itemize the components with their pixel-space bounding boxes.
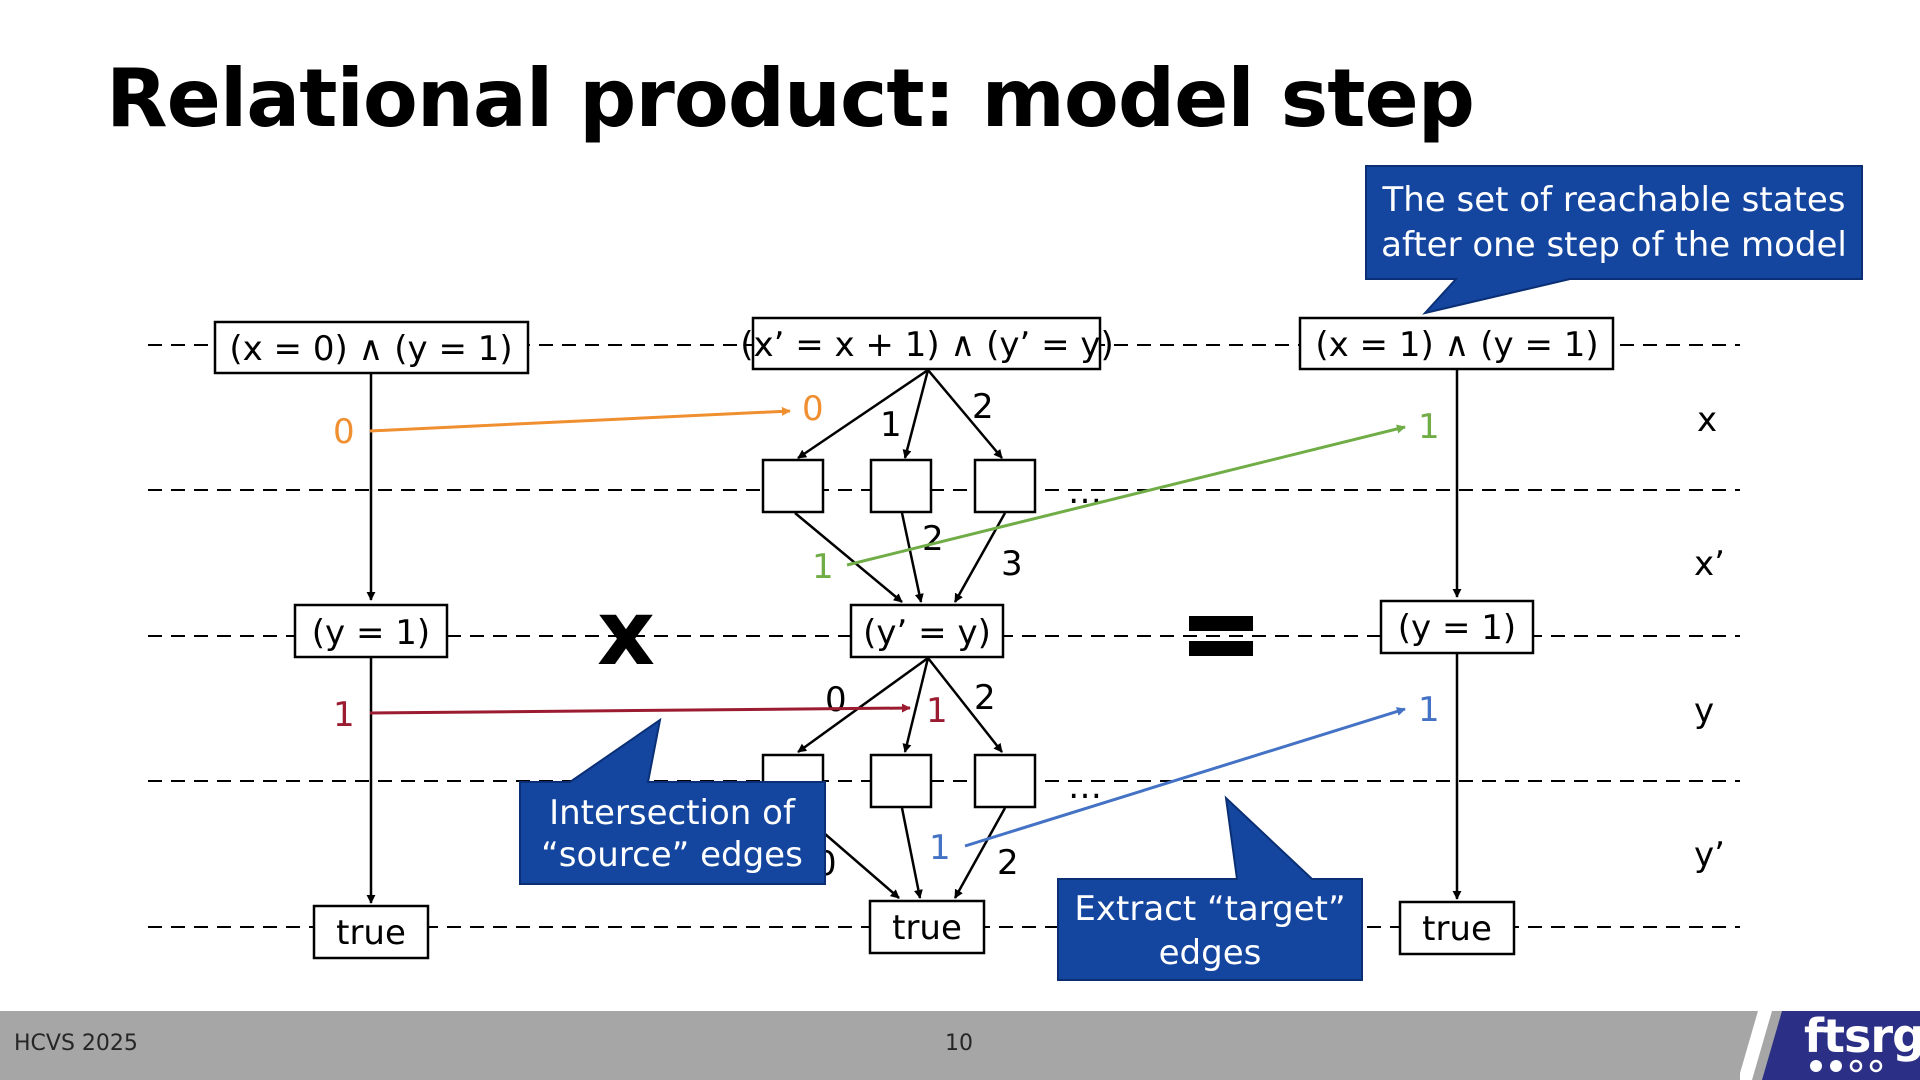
src-y-label: (y = 1) xyxy=(312,613,430,653)
rel-true-label: true xyxy=(892,908,962,948)
res-y-node xyxy=(1379,599,1535,655)
callout-reachable: The set of reachable states after one st… xyxy=(1365,165,1863,315)
edge-label-rel-xp1: 1 xyxy=(812,547,834,587)
res-root-label: (x = 1) ∧ (y = 1) xyxy=(1315,325,1598,365)
res-y-label: (y = 1) xyxy=(1398,608,1516,648)
edge-label-rel-y1: 1 xyxy=(926,691,948,731)
edge-label-rel-x2: 2 xyxy=(972,387,994,427)
edge-label-src-x: 0 xyxy=(333,412,355,452)
edge-label-rel-yp2: 2 xyxy=(997,843,1019,883)
callout-extract: Extract “target” edges xyxy=(1057,795,1363,981)
rel-root-label: (x’ = x + 1) ∧ (y’ = y) xyxy=(740,325,1114,365)
rel-edge-x1 xyxy=(902,369,930,459)
edge-label-rel-xp2: 2 xyxy=(922,519,944,559)
callout-reachable-line1: The set of reachable states xyxy=(1381,180,1845,220)
src-root-label: (x = 0) ∧ (y = 1) xyxy=(229,329,512,369)
green-target-arrow xyxy=(846,424,1406,567)
callout-intersection: Intersection of “source” edges xyxy=(519,717,826,885)
edge-label-rel-xp3: 3 xyxy=(1001,544,1023,584)
footer-bar: HCVS 2025 10 xyxy=(0,1011,1920,1080)
rel-edge-x0 xyxy=(797,368,929,460)
edge-label-rel-x0: 0 xyxy=(802,389,824,429)
rel-y-node xyxy=(849,603,1005,659)
relational-product-diagram: x x’ y y’ (x = 0) ∧ (y = 1) (y = 1) true xyxy=(148,165,1863,981)
edge-label-rel-ydots: … xyxy=(1068,767,1102,807)
footer-conference: HCVS 2025 xyxy=(14,1031,138,1056)
edge-label-res-y: 1 xyxy=(1418,690,1440,730)
edge-label-rel-x1: 1 xyxy=(880,405,902,445)
res-true-node xyxy=(1398,900,1516,956)
slide-title: Relational product: model step xyxy=(106,52,1475,145)
rel-edge-y1 xyxy=(902,657,930,753)
callout-intersection-line2: “source” edges xyxy=(541,835,803,875)
blue-target-arrow xyxy=(964,707,1406,848)
rel-edge-y2 xyxy=(927,657,1003,753)
rel-edge-xp-b xyxy=(900,512,924,603)
res-root-node xyxy=(1298,316,1615,371)
callout-extract-line1: Extract “target” xyxy=(1074,889,1345,929)
footer-page-number: 10 xyxy=(945,1031,973,1056)
equals-operator xyxy=(1189,616,1253,656)
rel-y-label: (y’ = y) xyxy=(863,613,991,653)
crimson-match-arrow xyxy=(369,703,911,715)
edge-label-rel-y0: 0 xyxy=(825,680,847,720)
callout-extract-line2: edges xyxy=(1159,933,1262,973)
var-label-yprime: y’ xyxy=(1694,835,1725,875)
rel-xprime-node-1 xyxy=(869,458,933,514)
times-operator: x xyxy=(597,581,655,686)
rel-root-node xyxy=(751,316,1102,371)
src-y-node xyxy=(293,603,449,659)
src-root-node xyxy=(213,320,530,375)
src-true-label: true xyxy=(336,913,406,953)
edge-label-res-x: 1 xyxy=(1418,407,1440,447)
rel-xprime-node-0 xyxy=(761,458,825,514)
var-label-x: x xyxy=(1697,400,1717,440)
edge-label-src-y: 1 xyxy=(333,695,355,735)
edge-label-rel-y2: 2 xyxy=(974,678,996,718)
rel-yprime-node-1 xyxy=(869,753,933,809)
ftsrg-logo xyxy=(1740,1011,1920,1080)
rel-edge-xp-a xyxy=(794,512,903,603)
var-label-y: y xyxy=(1694,691,1714,731)
orange-match-arrow xyxy=(369,406,791,433)
src-true-node xyxy=(312,904,430,960)
rel-edge-yp-c xyxy=(953,807,1007,899)
ftsrg-logo-text: ftsrg xyxy=(1804,1009,1920,1063)
rel-true-node xyxy=(868,899,986,955)
rel-edge-x2 xyxy=(927,369,1003,459)
var-label-xprime: x’ xyxy=(1694,544,1725,584)
rel-xprime-node-2 xyxy=(973,458,1037,514)
callout-intersection-line1: Intersection of xyxy=(549,793,796,833)
edge-label-rel-yp1: 1 xyxy=(929,828,951,868)
rel-yprime-node-2 xyxy=(973,753,1037,809)
res-true-label: true xyxy=(1422,909,1492,949)
rel-edge-y0 xyxy=(797,656,929,754)
callout-reachable-line2: after one step of the model xyxy=(1381,225,1847,265)
rel-edge-yp-b xyxy=(900,807,923,899)
